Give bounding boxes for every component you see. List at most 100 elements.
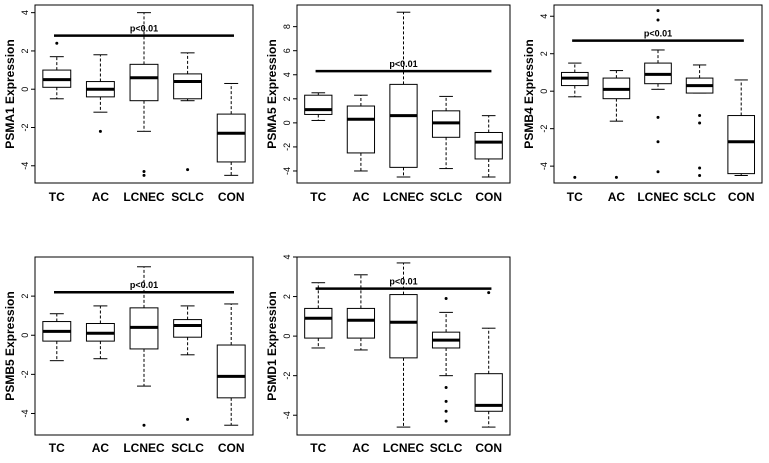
box-sclc — [431, 297, 461, 423]
box-tc — [304, 282, 333, 349]
x-category-label: TC — [49, 441, 65, 455]
box-lcnec — [644, 9, 672, 174]
x-category-label: CON — [475, 190, 502, 204]
y-tick-label: 2 — [20, 48, 30, 53]
box-lcnec — [129, 12, 159, 177]
y-axis-label: PSMB5 Expression — [3, 291, 17, 400]
y-tick-label: 2 — [282, 294, 292, 299]
y-tick-label: 4 — [20, 10, 30, 15]
y-tick-label: 0 — [20, 87, 30, 92]
y-tick-label: 2 — [20, 294, 30, 299]
iqr-box — [216, 113, 246, 163]
iqr-box — [474, 131, 503, 160]
outlier-point — [142, 173, 146, 177]
x-category-label: LCNEC — [637, 190, 679, 204]
x-category-label: AC — [608, 190, 626, 204]
x-category-label: TC — [310, 190, 326, 204]
iqr-box — [304, 94, 333, 115]
iqr-box — [173, 319, 203, 338]
box-con — [727, 79, 756, 177]
x-category-label: CON — [728, 190, 755, 204]
box-ac — [346, 274, 376, 351]
plot-frame — [296, 4, 511, 184]
iqr-box — [304, 307, 333, 339]
x-category-label: SCLC — [430, 190, 463, 204]
outlier-point — [573, 175, 577, 179]
y-tick-label: -4 — [282, 411, 292, 419]
plot-frame — [296, 256, 511, 436]
y-tick-label: 2 — [539, 51, 549, 56]
outlier-point — [444, 297, 448, 301]
x-category-label: AC — [352, 190, 370, 204]
outlier-point — [656, 9, 660, 13]
iqr-box — [727, 115, 756, 175]
outlier-point — [186, 417, 190, 421]
outlier-point — [444, 419, 448, 423]
y-tick-label: -2 — [539, 125, 549, 133]
y-tick-label: 0 — [282, 120, 292, 125]
y-tick-label: 4 — [282, 72, 292, 77]
box-tc — [42, 313, 72, 362]
x-category-label: TC — [49, 190, 65, 204]
iqr-box — [129, 63, 159, 102]
y-tick-label: -2 — [20, 123, 30, 131]
outlier-point — [142, 170, 146, 174]
box-sclc — [173, 305, 203, 421]
outlier-point — [55, 41, 59, 45]
y-tick-label: 0 — [20, 333, 30, 338]
outlier-point — [656, 115, 660, 119]
y-tick-label: -2 — [282, 372, 292, 380]
y-tick-label: -4 — [539, 162, 549, 170]
y-tick-label: -2 — [282, 143, 292, 151]
iqr-box — [389, 83, 418, 168]
plot-frame — [34, 4, 254, 184]
box-tc — [304, 92, 333, 121]
x-category-label: LCNEC — [123, 190, 165, 204]
outlier-point — [656, 18, 660, 22]
outlier-point — [142, 423, 146, 427]
outlier-point — [698, 174, 702, 178]
box-sclc — [685, 64, 714, 178]
x-category-label: SCLC — [171, 441, 204, 455]
plot-frame — [553, 4, 763, 184]
x-category-label: SCLC — [683, 190, 716, 204]
significance-label: p<0.01 — [130, 24, 158, 34]
y-axis-label: PSMA1 Expression — [3, 39, 17, 148]
outlier-point — [698, 166, 702, 170]
significance-label: p<0.01 — [130, 280, 158, 290]
y-tick-label: 6 — [282, 48, 292, 53]
iqr-box — [346, 105, 376, 154]
y-tick-label: 2 — [282, 96, 292, 101]
y-tick-label: -4 — [282, 167, 292, 175]
significance-label: p<0.01 — [389, 59, 417, 69]
box-ac — [85, 54, 115, 133]
x-category-label: CON — [475, 441, 502, 455]
outlier-point — [487, 291, 491, 295]
y-tick-label: 4 — [282, 254, 292, 259]
x-category-label: AC — [92, 190, 110, 204]
significance-label: p<0.01 — [389, 277, 417, 287]
y-tick-label: 0 — [539, 89, 549, 94]
box-ac — [85, 305, 115, 360]
box-con — [474, 115, 503, 178]
x-category-label: CON — [218, 190, 245, 204]
box-ac — [346, 94, 376, 172]
box-con — [474, 291, 503, 428]
x-category-label: LCNEC — [383, 441, 425, 455]
box-sclc — [173, 52, 203, 172]
box-lcnec — [389, 11, 418, 178]
x-category-label: SCLC — [430, 441, 463, 455]
y-axis-label: PSMB4 Expression — [522, 39, 536, 148]
iqr-box — [216, 344, 246, 399]
outlier-point — [698, 121, 702, 125]
outlier-point — [698, 114, 702, 118]
y-tick-label: 4 — [539, 14, 549, 19]
outlier-point — [444, 399, 448, 403]
box-sclc — [431, 95, 461, 170]
outlier-point — [614, 175, 618, 179]
x-category-label: AC — [92, 441, 110, 455]
